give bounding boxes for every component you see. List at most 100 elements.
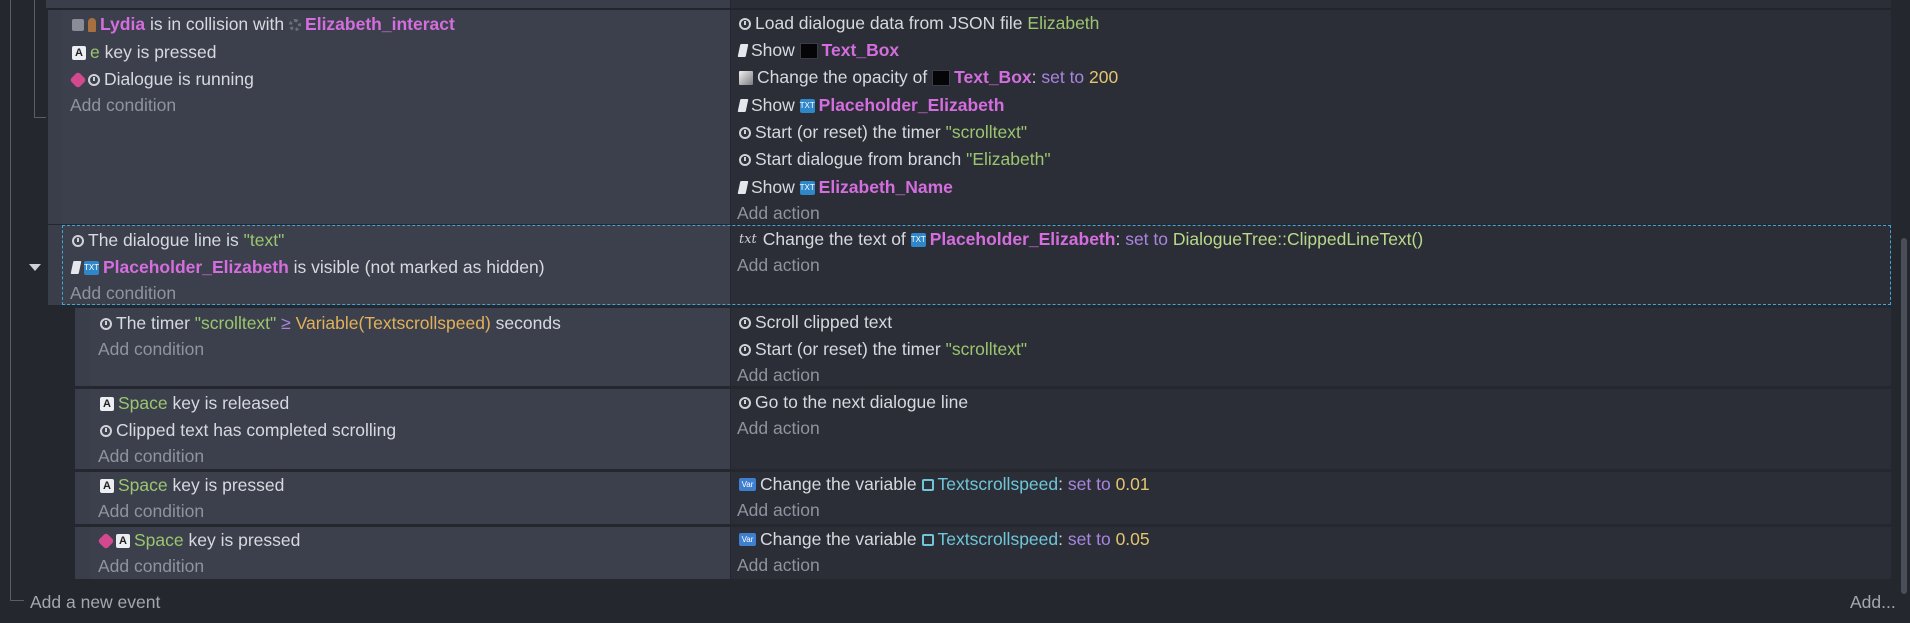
event5-add-condition[interactable]: Add condition [98, 501, 205, 521]
event1-action-show-name[interactable]: Show TXT Elizabeth_Name [737, 174, 953, 201]
condition-suffix: seconds [495, 313, 561, 333]
text-object-icon: TXT [910, 232, 926, 247]
event2-condition-dialogue-line[interactable]: The dialogue line is "text" [72, 227, 284, 254]
action-value[interactable]: 0.05 [1115, 529, 1150, 549]
event1-action-show-placeholder[interactable]: Show TXT Placeholder_Elizabeth [737, 92, 1005, 119]
event2-conditions-inner [62, 225, 730, 305]
event4-conditions-inner [90, 389, 730, 469]
action-value[interactable]: "scrolltext" [945, 122, 1028, 142]
event1-action-load-dialogue[interactable]: Load dialogue data from JSON file Elizab… [739, 10, 1099, 37]
dialogue-icon [88, 73, 100, 86]
event1-add-condition[interactable]: Add condition [70, 95, 177, 115]
event2-selection-outline [62, 225, 1891, 305]
event2-add-action[interactable]: Add action [737, 255, 820, 275]
object-name[interactable]: Text_Box [954, 67, 1032, 87]
event6-conditions-inner [90, 527, 730, 579]
event1-add-action[interactable]: Add action [737, 203, 820, 223]
object-name[interactable]: Lydia [100, 14, 146, 34]
object-name[interactable]: Placeholder_Elizabeth [103, 257, 289, 277]
action-text: Change the text of [762, 229, 906, 249]
event3-add-action[interactable]: Add action [737, 365, 820, 385]
operator: set to [1125, 229, 1168, 249]
key-name[interactable]: Space [134, 530, 184, 550]
condition-value[interactable]: "text" [243, 230, 285, 250]
event1-action-opacity[interactable]: Change the opacity of Text_Box: set to 2… [739, 64, 1118, 91]
event3-conditions-inner [90, 308, 730, 386]
event6-condition-key-pressed[interactable]: A Space key is pressed [97, 527, 301, 554]
event5-add-action[interactable]: Add action [737, 500, 820, 520]
variable-name[interactable]: Textscrollspeed [937, 529, 1059, 549]
event1-conditions-inner [62, 10, 730, 224]
event1-action-start-dialogue[interactable]: Start dialogue from branch "Elizabeth" [739, 146, 1051, 173]
condition-text: key is pressed [188, 530, 301, 550]
action-value[interactable]: Elizabeth [1027, 13, 1100, 33]
event3-action-scroll[interactable]: Scroll clipped text [739, 309, 892, 336]
event6-add-action[interactable]: Add action [737, 555, 820, 575]
event6-action-change-variable[interactable]: Var Change the variable Textscrollspeed:… [739, 526, 1150, 553]
object-name[interactable]: Elizabeth_Name [818, 177, 953, 197]
show-icon [737, 99, 749, 112]
event3-add-condition[interactable]: Add condition [98, 339, 205, 359]
event1-action-start-timer[interactable]: Start (or reset) the timer "scrolltext" [739, 119, 1027, 146]
event5-condition-key-pressed[interactable]: A Space key is pressed [100, 472, 284, 499]
key-name[interactable]: e [90, 42, 100, 62]
event4-action-next-line[interactable]: Go to the next dialogue line [739, 389, 968, 416]
action-text: Show [751, 95, 795, 115]
event1-condition-key[interactable]: A e key is pressed [72, 39, 216, 66]
visibility-icon [70, 261, 82, 274]
action-text: Change the variable [760, 529, 917, 549]
action-text: Start (or reset) the timer [755, 122, 941, 142]
event2-condition-visible[interactable]: TXT Placeholder_Elizabeth is visible (no… [70, 254, 545, 281]
event6-actions-panel[interactable] [731, 527, 1891, 579]
dialogue-icon [72, 234, 84, 247]
action-value[interactable]: 0.01 [1115, 474, 1150, 494]
tree-line-outer-end [10, 600, 24, 601]
event3-condition-timer[interactable]: The timer "scrolltext" ≥ Variable(Textsc… [100, 310, 561, 337]
event5-action-change-variable[interactable]: Var Change the variable Textscrollspeed:… [739, 471, 1150, 498]
event4-condition-scroll-complete[interactable]: Clipped text has completed scrolling [100, 417, 396, 444]
variable-name[interactable]: Textscrollspeed [937, 474, 1059, 494]
scrollbar-thumb[interactable] [1901, 238, 1907, 594]
event5-actions-panel[interactable] [731, 472, 1891, 524]
event3-actions-panel[interactable] [731, 308, 1891, 386]
event-top-conditions[interactable] [46, 0, 730, 8]
event6-add-condition[interactable]: Add condition [98, 556, 205, 576]
show-icon [737, 44, 749, 57]
event2-add-condition[interactable]: Add condition [70, 283, 177, 303]
action-value[interactable]: 200 [1089, 67, 1119, 87]
condition-text: is in collision with [149, 14, 285, 34]
action-value[interactable]: "scrolltext" [945, 339, 1028, 359]
object-name[interactable]: Placeholder_Elizabeth [818, 95, 1005, 115]
condition-expression[interactable]: Variable(Textscrollspeed) [295, 313, 491, 333]
key-name[interactable]: Space [118, 393, 168, 413]
variable-icon: Var [739, 478, 756, 491]
event4-add-action[interactable]: Add action [737, 418, 820, 438]
condition-text: key is released [172, 393, 290, 413]
object-name[interactable]: Placeholder_Elizabeth [929, 229, 1116, 249]
key-name[interactable]: Space [118, 475, 168, 495]
target-object-name[interactable]: Elizabeth_interact [305, 14, 455, 34]
condition-value[interactable]: "scrolltext" [194, 313, 277, 333]
event3-action-start-timer[interactable]: Start (or reset) the timer "scrolltext" [739, 336, 1027, 363]
event-top-actions[interactable] [731, 0, 1891, 8]
object-name[interactable]: Text_Box [821, 40, 900, 60]
text-object-icon: TXT [799, 98, 815, 113]
scene-variable-icon [921, 478, 934, 491]
event1-action-show-textbox[interactable]: Show Text_Box [737, 37, 900, 64]
action-value[interactable]: "Elizabeth" [966, 149, 1051, 169]
action-value[interactable]: DialogueTree::ClippedLineText() [1172, 229, 1424, 249]
collapse-chevron-icon[interactable] [29, 264, 41, 271]
add-new-event-link[interactable]: Add a new event [30, 592, 161, 612]
event2-action-change-text[interactable]: txt Change the text of TXT Placeholder_E… [739, 229, 1424, 249]
event4-condition-key-released[interactable]: A Space key is released [100, 390, 289, 417]
add-menu-button[interactable]: Add... [1850, 592, 1896, 612]
timer-icon [739, 343, 751, 356]
textbox-object-icon [932, 69, 951, 86]
textbox-object-icon [799, 42, 818, 59]
event4-actions-panel[interactable] [731, 389, 1891, 469]
event4-add-condition[interactable]: Add condition [98, 446, 205, 466]
event1-actions-panel[interactable] [731, 10, 1891, 224]
dialogue-icon [739, 153, 751, 166]
event1-condition-dialogue-running[interactable]: Dialogue is running [69, 66, 254, 93]
event1-condition-collision[interactable]: Lydia is in collision with Elizabeth_int… [72, 11, 455, 38]
